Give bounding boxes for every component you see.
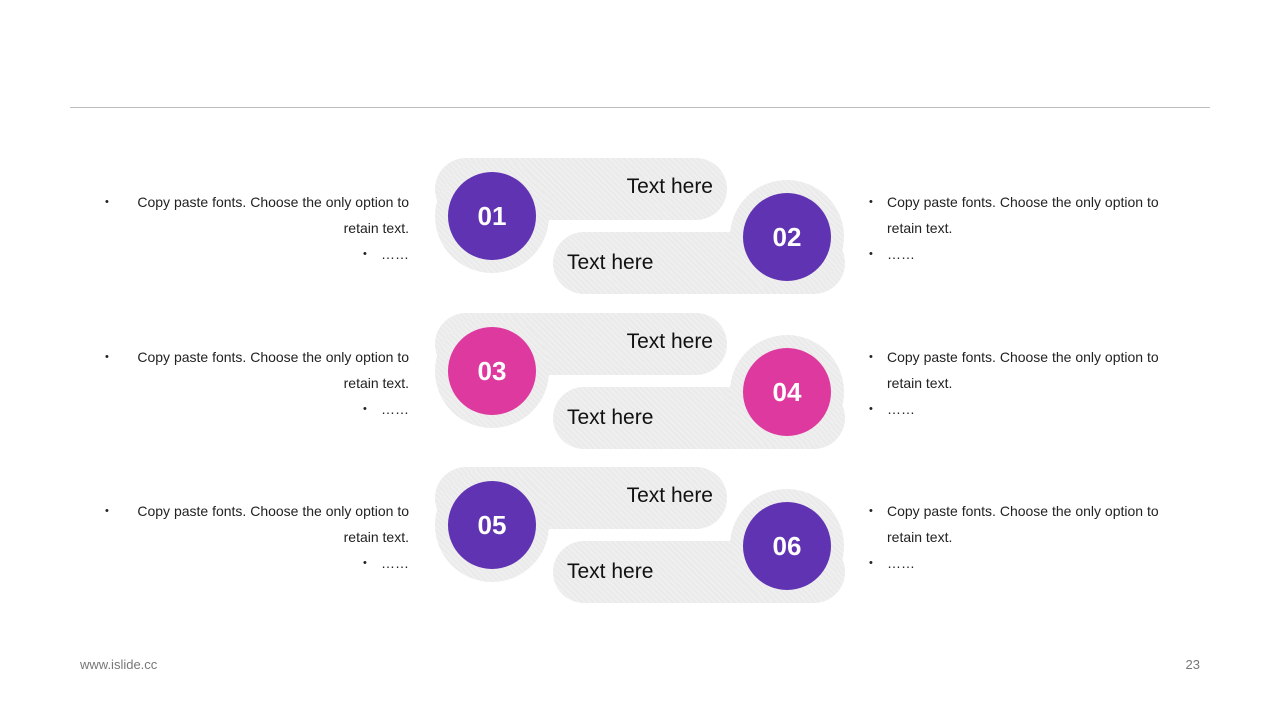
step-number-circle: 01 [448, 172, 536, 260]
top-divider [70, 107, 1210, 108]
step-title: Text here [567, 406, 654, 429]
bullet-item: Copy paste fonts. Choose the only option… [868, 344, 1188, 396]
bullet-item: Copy paste fonts. Choose the only option… [89, 344, 409, 396]
bullet-item: …… [363, 550, 409, 576]
step-title: Text here [626, 175, 713, 198]
step-number-circle: 02 [743, 193, 831, 281]
step-title: Text here [567, 251, 654, 274]
step-title: Text here [626, 330, 713, 353]
bullet-item: …… [868, 550, 1188, 576]
step-row-2: 03 04 Text here Text here Copy paste fon… [0, 310, 1280, 450]
bullet-item: Copy paste fonts. Choose the only option… [89, 189, 409, 241]
bullet-item: Copy paste fonts. Choose the only option… [868, 189, 1188, 241]
right-description: Copy paste fonts. Choose the only option… [868, 344, 1188, 422]
step-number-circle: 05 [448, 481, 536, 569]
bullet-item: …… [363, 396, 409, 422]
footer-website: www.islide.cc [80, 657, 158, 672]
step-number-circle: 06 [743, 502, 831, 590]
step-row-3: 05 06 Text here Text here Copy paste fon… [0, 464, 1280, 604]
step-title: Text here [567, 560, 654, 583]
page-number: 23 [1185, 657, 1200, 672]
left-description: Copy paste fonts. Choose the only option… [89, 344, 409, 422]
step-title: Text here [626, 484, 713, 507]
bullet-item: Copy paste fonts. Choose the only option… [868, 498, 1188, 550]
left-description: Copy paste fonts. Choose the only option… [89, 498, 409, 576]
bullet-item: …… [868, 241, 1188, 267]
step-number-circle: 04 [743, 348, 831, 436]
bullet-item: …… [363, 241, 409, 267]
step-number-circle: 03 [448, 327, 536, 415]
right-description: Copy paste fonts. Choose the only option… [868, 498, 1188, 576]
bullet-item: …… [868, 396, 1188, 422]
right-description: Copy paste fonts. Choose the only option… [868, 189, 1188, 267]
left-description: Copy paste fonts. Choose the only option… [89, 189, 409, 267]
step-row-1: 01 02 Text here Text here Copy paste fon… [0, 155, 1280, 295]
bullet-item: Copy paste fonts. Choose the only option… [89, 498, 409, 550]
